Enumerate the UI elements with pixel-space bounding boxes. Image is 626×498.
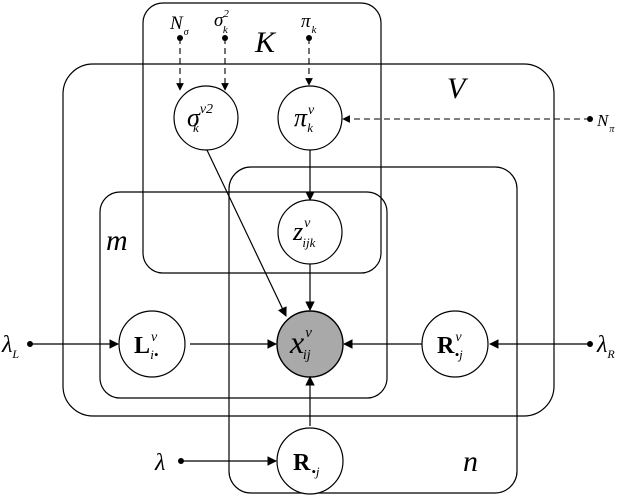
hyper-dot-pi-k: [306, 35, 312, 41]
node-R: [276, 427, 344, 495]
hyper-label-pi-k: πk: [301, 11, 318, 36]
hyper-label-lambda-L: λL: [1, 332, 19, 361]
hyper-dot-N-sigma: [177, 35, 183, 41]
hyper-dot-lambda-R: [587, 341, 593, 347]
hyper-dot-sigma2: [222, 35, 228, 41]
plate-m: [99, 191, 388, 399]
hyper-dot-lambda: [178, 458, 184, 464]
node-sigma-v: [173, 85, 239, 151]
node-x-observed: [276, 310, 344, 378]
hyper-dot-lambda-L: [27, 341, 33, 347]
node-R-label: R•j: [293, 450, 320, 479]
plate-K: [142, 2, 382, 274]
node-L: [118, 310, 186, 378]
hyper-dot-N-pi: [587, 116, 593, 122]
node-z: [277, 199, 343, 265]
plate-label-K: K: [254, 26, 277, 59]
plate-label-m: m: [106, 224, 128, 257]
plate-label-V: V: [447, 72, 469, 105]
plate-label-n: n: [463, 445, 478, 478]
hyper-label-lambda: λ: [154, 450, 165, 476]
hyper-label-N-sigma: Nσ: [169, 13, 190, 38]
hyper-label-N-pi: Nπ: [596, 111, 615, 135]
hyper-label-lambda-R: λR: [596, 332, 615, 361]
edge-sigma-to-x: [205, 147, 287, 317]
node-R-v: [421, 310, 489, 378]
node-pi-v: [277, 85, 343, 151]
plate-n: [228, 166, 518, 494]
node-R-v-label: Rv•j: [437, 330, 463, 362]
